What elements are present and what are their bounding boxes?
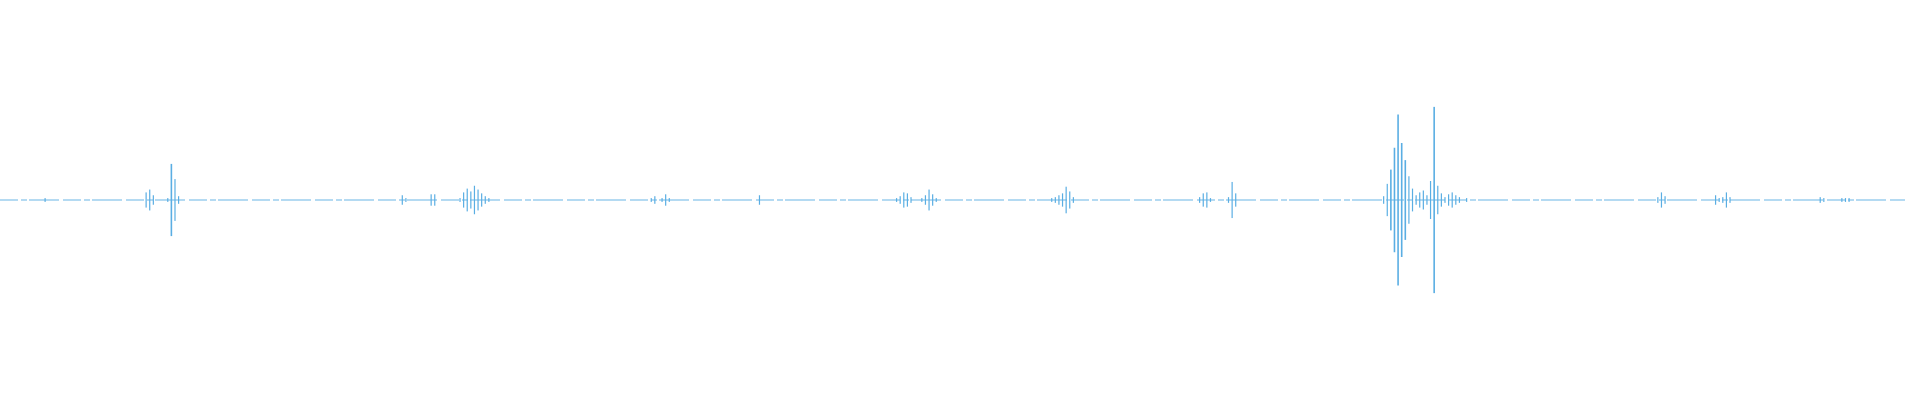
waveform-bars [0, 106, 1905, 294]
